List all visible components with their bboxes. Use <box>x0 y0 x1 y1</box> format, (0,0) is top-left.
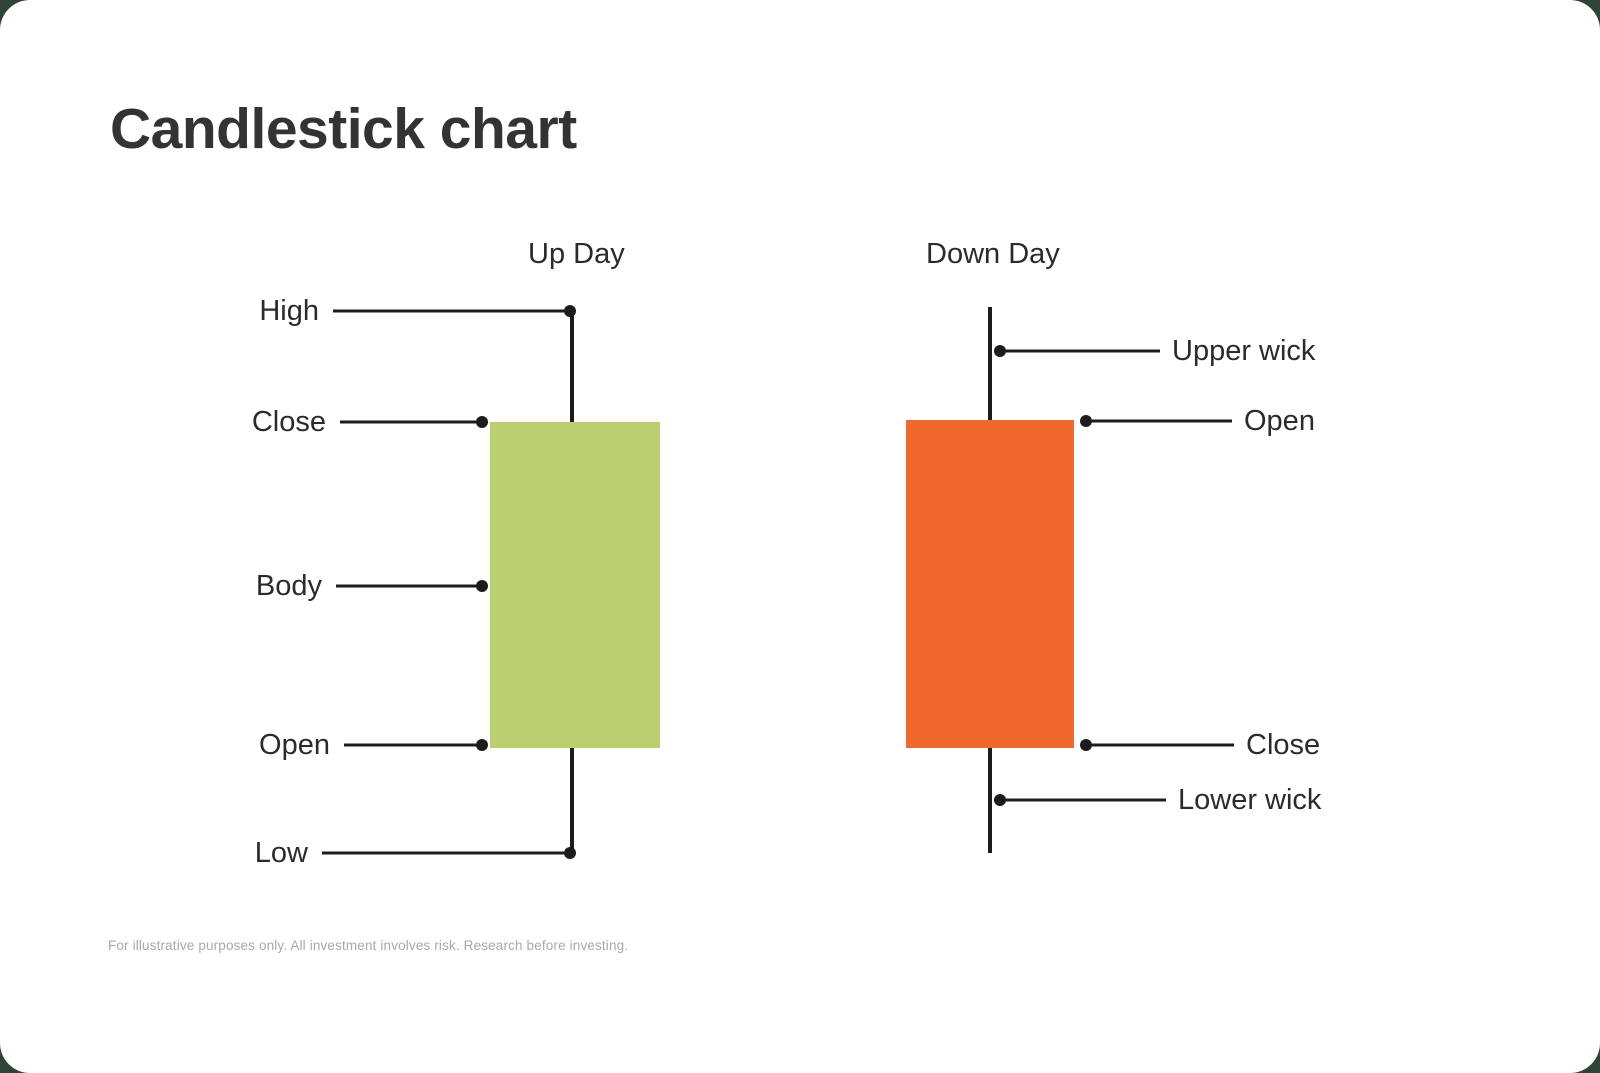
disclaimer-footnote: For illustrative purposes only. All inve… <box>108 938 629 953</box>
leader-dot-close <box>476 416 488 428</box>
label-close-down: Close <box>1246 729 1321 761</box>
column-header-down-day: Down Day <box>926 238 1060 270</box>
up-day-leaders <box>322 305 576 859</box>
label-lower-wick: Lower wick <box>1178 784 1322 816</box>
label-close: Close <box>251 406 326 438</box>
leader-dot-open-down <box>1080 415 1092 427</box>
leader-dot-lower-wick <box>994 794 1006 806</box>
label-low: Low <box>254 837 308 869</box>
label-body: Body <box>255 570 322 602</box>
down-day-candle <box>906 307 1074 853</box>
leader-dot-high <box>564 305 576 317</box>
leader-dot-close-down <box>1080 739 1092 751</box>
leader-dot-low <box>564 847 576 859</box>
leader-dot-upper-wick <box>994 345 1006 357</box>
leader-dot-body <box>476 580 488 592</box>
column-header-up-day: Up Day <box>528 238 625 270</box>
label-high: High <box>259 295 319 327</box>
up-candle-body <box>490 422 660 748</box>
down-candle-body <box>906 420 1074 748</box>
label-open: Open <box>259 729 330 761</box>
up-day-candle <box>490 307 660 857</box>
page-title: Candlestick chart <box>110 97 577 161</box>
leader-dot-open <box>476 739 488 751</box>
down-day-leaders <box>994 345 1234 806</box>
label-open-down: Open <box>1244 405 1315 437</box>
label-upper-wick: Upper wick <box>1172 335 1316 367</box>
